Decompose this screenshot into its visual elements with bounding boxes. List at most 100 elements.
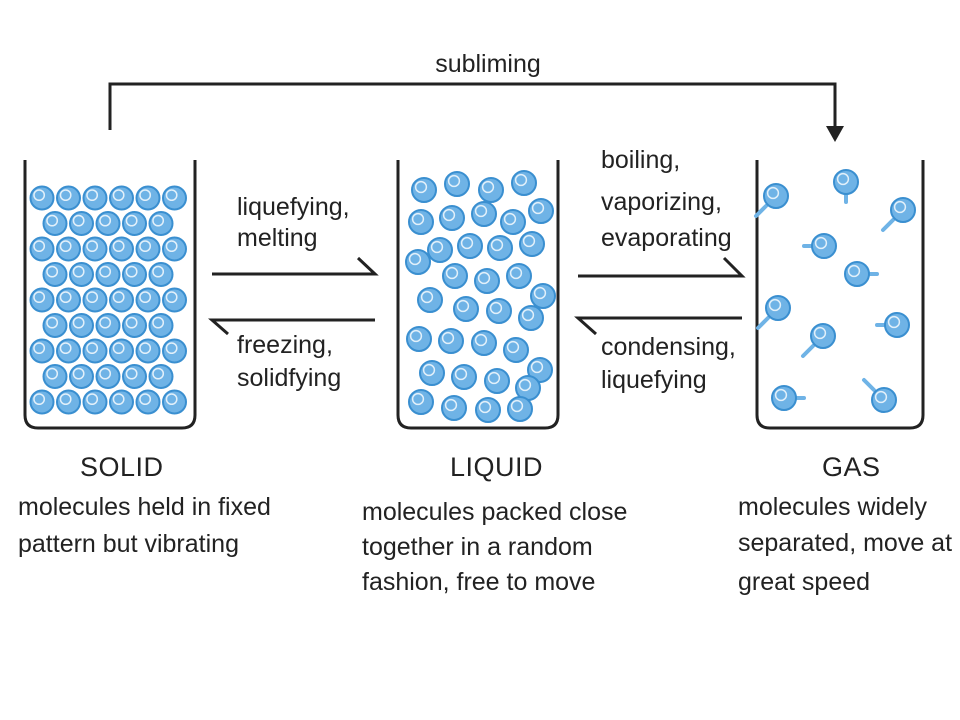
solid-molecule xyxy=(122,262,147,287)
solid-molecule xyxy=(29,389,55,415)
molecule-highlight xyxy=(33,393,46,406)
molecule-highlight xyxy=(814,236,828,250)
gas-motion-streak xyxy=(801,344,815,358)
melting-label-line-1: liquefying, xyxy=(237,193,350,221)
liquid-molecule xyxy=(507,396,533,422)
molecule-highlight xyxy=(408,252,422,266)
liquid-molecule xyxy=(444,171,470,197)
gas-motion-streak xyxy=(862,378,876,392)
solid-molecule xyxy=(109,287,134,313)
molecule-highlight xyxy=(139,342,152,355)
gas-motion-streak xyxy=(754,204,768,218)
molecule-highlight xyxy=(86,342,99,355)
gas-molecule xyxy=(765,295,791,321)
molecule-highlight xyxy=(489,301,503,315)
molecule-highlight xyxy=(522,234,536,248)
molecule-highlight xyxy=(456,299,470,313)
solid-molecule xyxy=(95,262,121,287)
molecule-highlight xyxy=(125,367,138,380)
solid-molecule xyxy=(162,236,187,262)
gas-molecule xyxy=(871,387,897,413)
molecule-highlight xyxy=(487,371,501,385)
solid-molecule xyxy=(95,313,121,338)
liquid-molecule xyxy=(411,177,437,203)
solid-molecule xyxy=(148,211,174,236)
liquid-description-line-1: molecules packed close xyxy=(362,498,627,526)
molecule-highlight xyxy=(152,214,165,227)
liquid-molecule xyxy=(527,357,553,383)
liquid-molecule xyxy=(417,287,443,313)
molecule-highlight xyxy=(152,367,165,380)
molecule-highlight xyxy=(59,393,72,406)
liquid-beaker xyxy=(396,160,560,430)
molecule-highlight xyxy=(766,186,780,200)
solid-molecule xyxy=(42,211,68,236)
molecule-highlight xyxy=(444,398,458,412)
condensing-label: condensing, liquefying xyxy=(601,333,743,394)
liquid-molecule xyxy=(408,209,434,235)
solid-description-line-2: pattern but vibrating xyxy=(18,530,239,558)
molecule-highlight xyxy=(460,236,474,250)
liquid-description-line-2: together in a random xyxy=(362,533,593,561)
liquid-molecule xyxy=(451,364,477,390)
solid-molecule xyxy=(69,313,94,338)
solid-description: molecules held in fixed pattern but vibr… xyxy=(18,493,278,558)
gas-molecule xyxy=(833,169,859,195)
liquid-molecule xyxy=(453,296,479,322)
molecule-highlight xyxy=(112,393,125,406)
liquid-molecule xyxy=(487,235,513,261)
condensing-label-line-1: condensing, xyxy=(601,333,736,361)
liquid-molecule xyxy=(530,283,556,309)
molecule-highlight xyxy=(521,308,535,322)
solid-molecule xyxy=(148,262,174,287)
molecule-highlight xyxy=(112,342,125,355)
liquid-molecules xyxy=(405,170,556,423)
solid-molecule xyxy=(135,185,161,211)
molecule-highlight xyxy=(477,271,491,285)
molecule-highlight xyxy=(59,342,72,355)
solid-molecule xyxy=(162,185,187,211)
molecule-highlight xyxy=(490,238,504,252)
solid-molecule xyxy=(56,185,81,211)
solid-molecule xyxy=(42,313,68,338)
condensing-arrow xyxy=(574,316,742,336)
molecule-highlight xyxy=(86,393,99,406)
solid-molecule xyxy=(82,287,108,313)
solid-molecule xyxy=(109,185,134,211)
melting-label: liquefying, melting xyxy=(237,193,357,252)
gas-description-line-3: great speed xyxy=(738,568,870,596)
gas-description-line-2: separated, move at xyxy=(738,529,952,557)
freezing-arrow xyxy=(208,318,375,336)
liquid-molecule xyxy=(478,177,504,203)
solid-molecule xyxy=(69,211,94,236)
solid-molecule xyxy=(109,338,134,364)
solid-molecule xyxy=(29,185,55,211)
molecule-highlight xyxy=(99,367,112,380)
gas-motion-streak xyxy=(756,316,770,330)
solid-beaker xyxy=(23,160,197,430)
molecule-highlight xyxy=(874,390,888,404)
molecule-highlight xyxy=(813,326,827,340)
gas-beaker xyxy=(754,160,925,430)
molecule-highlight xyxy=(442,208,456,222)
molecule-highlight xyxy=(447,174,461,188)
molecule-highlight xyxy=(72,367,85,380)
molecule-highlight xyxy=(46,214,59,227)
molecule-highlight xyxy=(125,316,138,329)
solid-molecule xyxy=(135,236,161,262)
liquid-molecule xyxy=(471,201,497,227)
molecule-highlight xyxy=(139,291,152,304)
molecule-highlight xyxy=(165,291,178,304)
liquid-molecule xyxy=(442,263,468,289)
solid-molecule xyxy=(135,338,161,364)
molecule-highlight xyxy=(59,189,72,202)
liquid-molecule xyxy=(438,328,464,354)
molecule-highlight xyxy=(125,214,138,227)
molecule-highlight xyxy=(530,360,544,374)
liquid-molecule xyxy=(406,326,432,352)
solid-description-line-1: molecules held in fixed xyxy=(18,493,271,521)
solid-molecule xyxy=(82,389,108,415)
boiling-label-line-2: vaporizing, xyxy=(601,188,722,216)
gas-molecules xyxy=(754,169,916,413)
liquid-molecule xyxy=(419,360,445,386)
